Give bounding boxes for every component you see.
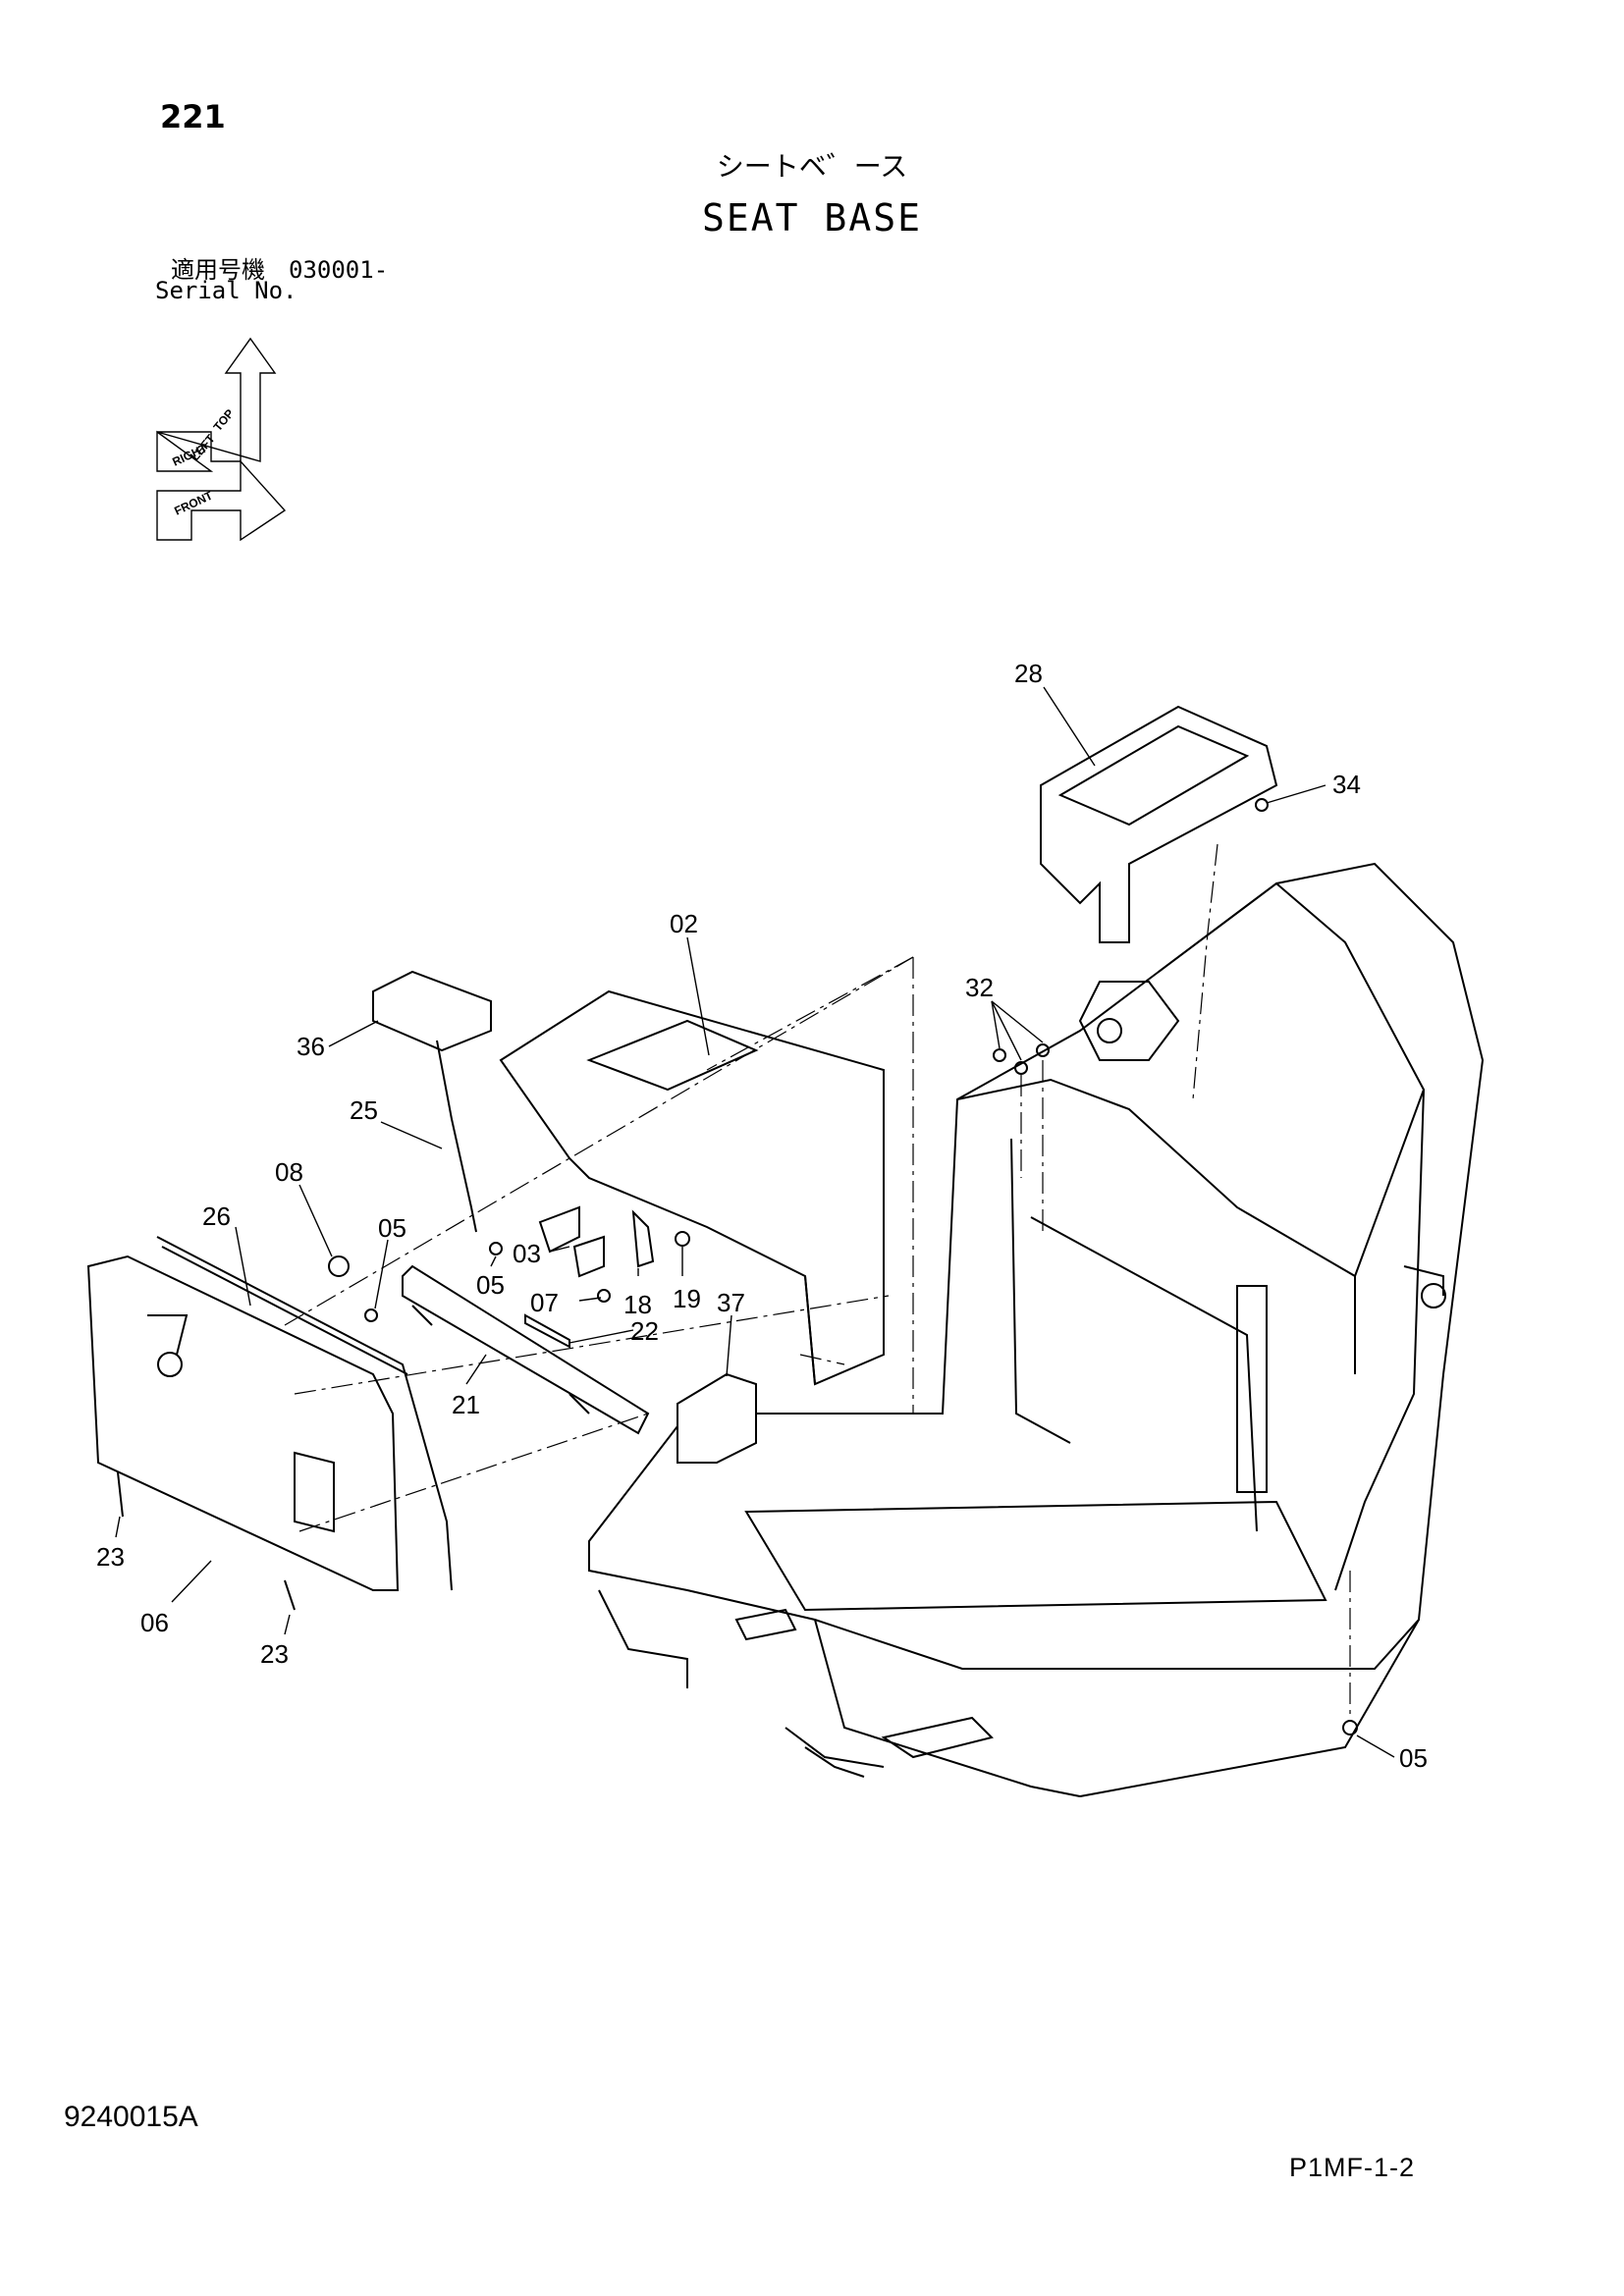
callout-34: 34 — [1332, 770, 1361, 799]
title-japanese: シートベ゛ース — [716, 150, 908, 183]
part-18-clip — [631, 1209, 655, 1268]
callout-19: 19 — [673, 1284, 701, 1313]
serial-label-japanese: 適用号機 030001- — [171, 256, 389, 284]
part-03-bracket — [538, 1205, 580, 1254]
drawing-code: 9240015A — [64, 2101, 198, 2133]
leader-lines — [115, 686, 1395, 1758]
callout-07: 07 — [530, 1288, 559, 1317]
callout-22: 22 — [630, 1316, 659, 1346]
page-number: 221 — [160, 98, 226, 135]
part-36-pad — [372, 970, 492, 1052]
callout-05-left: 05 — [378, 1213, 406, 1243]
callout-03: 03 — [513, 1239, 541, 1268]
callout-28: 28 — [1014, 659, 1043, 688]
orientation-label-front: FRONT — [172, 488, 215, 517]
small-fasteners — [117, 798, 1358, 1735]
callout-06: 06 — [140, 1608, 169, 1637]
callout-37: 37 — [717, 1288, 745, 1317]
callout-21: 21 — [452, 1390, 480, 1419]
part-02-panel — [499, 989, 885, 1386]
callout-05-center: 05 — [476, 1270, 505, 1300]
callout-23-bottom: 23 — [260, 1639, 289, 1669]
assembly-centerlines — [284, 843, 1351, 1718]
orientation-arrow-icon: TOP LEFT RIGHT FRONT — [156, 337, 287, 542]
part-26-seal — [156, 1236, 453, 1591]
callout-labels: 28 34 02 32 36 25 26 08 05 05 03 07 18 1… — [96, 659, 1428, 1773]
callout-18: 18 — [623, 1290, 652, 1319]
title-english: SEAT BASE — [702, 196, 922, 240]
serial-label-english: Serial No. — [155, 277, 298, 304]
part-21-hinge-bar — [402, 1264, 650, 1435]
callout-23-left: 23 — [96, 1542, 125, 1572]
part-25-strip — [436, 1040, 477, 1233]
seat-base-frame — [588, 862, 1485, 1797]
part-28-cover — [1040, 705, 1278, 943]
callout-02: 02 — [670, 909, 698, 938]
callout-36: 36 — [297, 1032, 325, 1061]
sheet-code: P1MF-1-2 — [1289, 2153, 1416, 2182]
part-37-block — [677, 1372, 757, 1464]
part-06-door — [86, 1255, 400, 1591]
callout-26: 26 — [202, 1201, 231, 1231]
orientation-label-top: TOP — [211, 406, 237, 434]
callout-08: 08 — [275, 1157, 303, 1187]
part-22-strip — [524, 1313, 570, 1349]
callout-25: 25 — [350, 1095, 378, 1125]
part-08-grommet — [328, 1255, 350, 1277]
callout-05-right: 05 — [1399, 1743, 1428, 1773]
callout-32: 32 — [965, 973, 994, 1002]
